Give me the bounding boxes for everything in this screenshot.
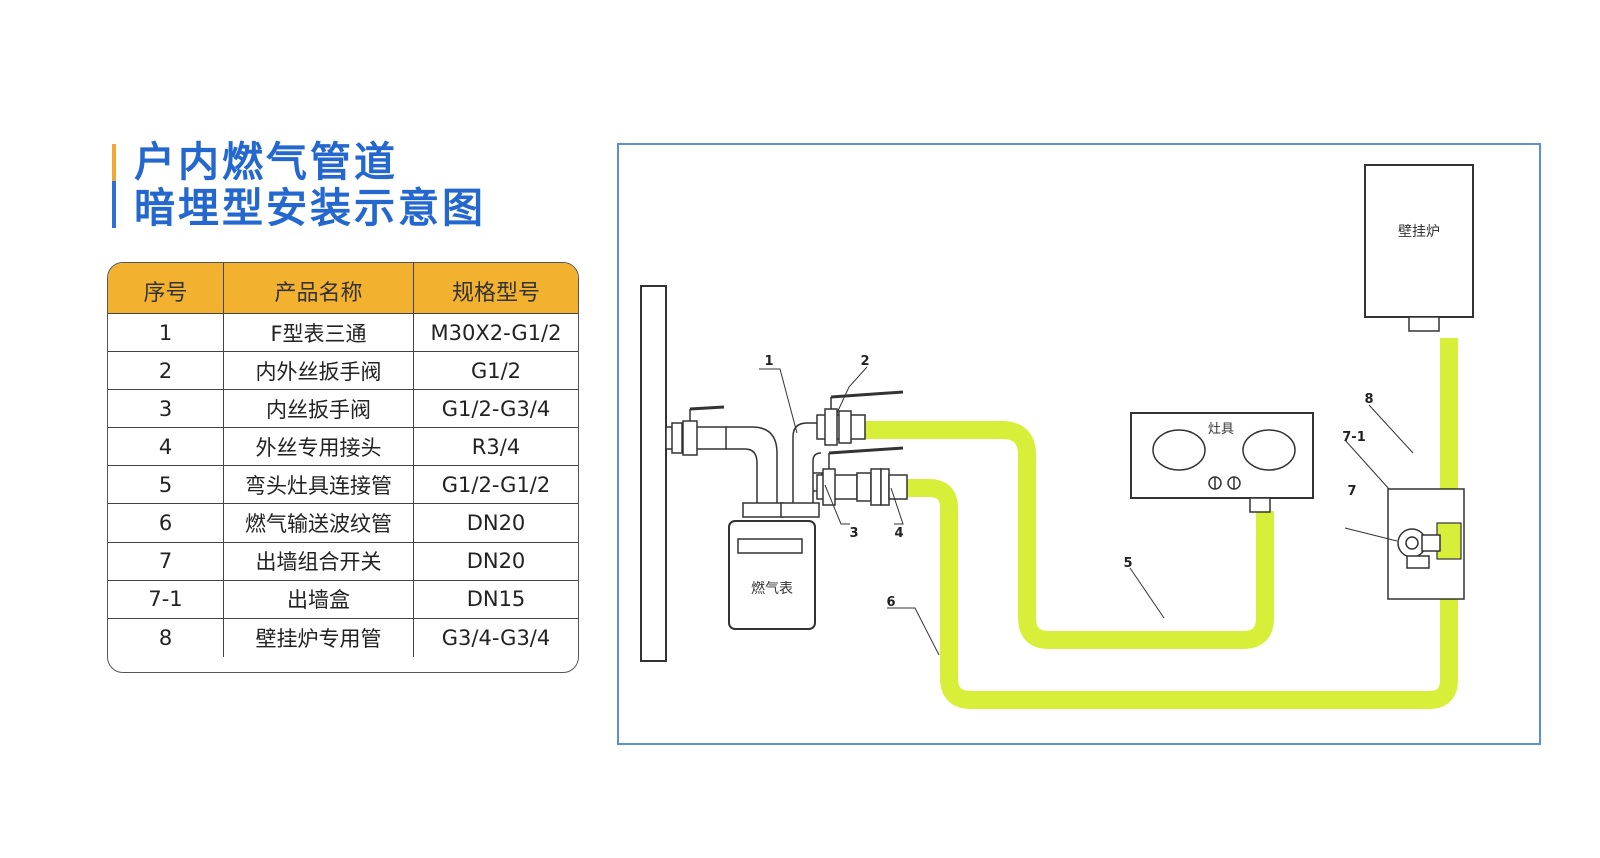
wall <box>640 285 667 662</box>
cell-spec: R3/4 <box>471 434 521 459</box>
cell-spec: DN20 <box>466 511 526 536</box>
table-row: 7-1 出墙盒 DN15 <box>108 580 578 619</box>
cell-product: 内外丝扳手阀 <box>224 352 414 390</box>
cell-index: 2 <box>108 352 224 390</box>
table-row: 4 外丝专用接头 R3/4 <box>108 428 578 467</box>
table-row: 6 燃气输送波纹管 DN20 <box>108 504 578 543</box>
cell-product: 外丝专用接头 <box>224 428 414 466</box>
cell-index: 3 <box>108 390 224 428</box>
upper-valve <box>816 390 904 446</box>
stove-connector-pipe <box>865 421 1274 649</box>
outer-thread-connector <box>856 468 908 506</box>
cell-index: 4 <box>108 428 224 466</box>
title-accent-bar <box>112 144 116 228</box>
label-3: 3 <box>849 526 858 541</box>
cell-product: F型表三通 <box>224 314 414 352</box>
cell-spec: G1/2 <box>470 358 522 383</box>
corrugated-gas-pipe <box>907 338 1458 709</box>
table-row: 5 弯头灶具连接管 G1/2-G1/2 <box>108 466 578 505</box>
label-4: 4 <box>894 526 903 541</box>
label-7: 7 <box>1347 484 1356 499</box>
label-6: 6 <box>886 595 895 610</box>
label-7-1: 7-1 <box>1342 430 1366 445</box>
cell-product: 出墙组合开关 <box>224 542 414 580</box>
cell-product: 壁挂炉专用管 <box>224 618 414 657</box>
cell-spec: M30X2-G1/2 <box>430 320 562 345</box>
cell-index: 5 <box>108 466 224 504</box>
diagram-canvas: 燃气表 灶具 壁挂炉 <box>617 143 1541 745</box>
table-row: 8 壁挂炉专用管 G3/4-G3/4 <box>108 618 578 657</box>
meter-label: 燃气表 <box>751 580 793 597</box>
cell-product: 弯头灶具连接管 <box>224 466 414 504</box>
cell-index: 6 <box>108 504 224 542</box>
cell-product: 燃气输送波纹管 <box>224 504 414 542</box>
inlet-elbow-pipe <box>726 426 778 511</box>
cell-index: 7 <box>108 542 224 580</box>
cell-index: 7-1 <box>108 580 224 618</box>
page-title-line1: 户内燃气管道 <box>134 138 398 186</box>
page-title-line2: 暗埋型安装示意图 <box>134 184 486 232</box>
leader-lines <box>759 366 1414 656</box>
header-spec: 规格型号 <box>451 281 540 306</box>
lower-valve <box>816 446 904 506</box>
cell-spec: G1/2-G3/4 <box>441 396 551 421</box>
cell-index: 8 <box>108 618 224 657</box>
wall-outlet-switch <box>1397 522 1462 569</box>
label-8: 8 <box>1364 392 1373 407</box>
table-row: 7 出墙组合开关 DN20 <box>108 542 578 581</box>
table-row: 3 内丝扳手阀 G1/2-G3/4 <box>108 390 578 429</box>
table-row: 2 内外丝扳手阀 G1/2 <box>108 352 578 391</box>
cell-spec: G3/4-G3/4 <box>441 625 551 650</box>
header-product: 产品名称 <box>224 263 414 313</box>
wall-boiler <box>1364 164 1474 332</box>
cell-spec: G1/2-G1/2 <box>441 472 551 497</box>
table-row: 1 F型表三通 M30X2-G1/2 <box>108 314 578 353</box>
cell-spec: DN15 <box>466 587 526 612</box>
meter-inlet-nut <box>742 502 784 518</box>
cell-index: 1 <box>108 314 224 352</box>
header-index: 序号 <box>108 263 224 313</box>
label-1: 1 <box>764 354 773 369</box>
installation-diagram: 燃气表 灶具 壁挂炉 <box>617 143 1541 745</box>
inlet-valve <box>665 405 727 456</box>
cell-product: 内丝扳手阀 <box>224 390 414 428</box>
stove-label: 灶具 <box>1208 422 1234 437</box>
cell-spec: DN20 <box>466 549 526 574</box>
gas-meter <box>728 520 816 630</box>
label-5: 5 <box>1123 556 1132 571</box>
table-header: 序号 产品名称 规格型号 <box>108 263 578 314</box>
stove <box>1130 412 1314 513</box>
cell-product: 出墙盒 <box>224 580 414 618</box>
label-2: 2 <box>860 354 869 369</box>
spec-table: 序号 产品名称 规格型号 1 F型表三通 M30X2-G1/2 2 内外丝扳手阀… <box>107 262 579 673</box>
boiler-label: 壁挂炉 <box>1398 224 1440 240</box>
